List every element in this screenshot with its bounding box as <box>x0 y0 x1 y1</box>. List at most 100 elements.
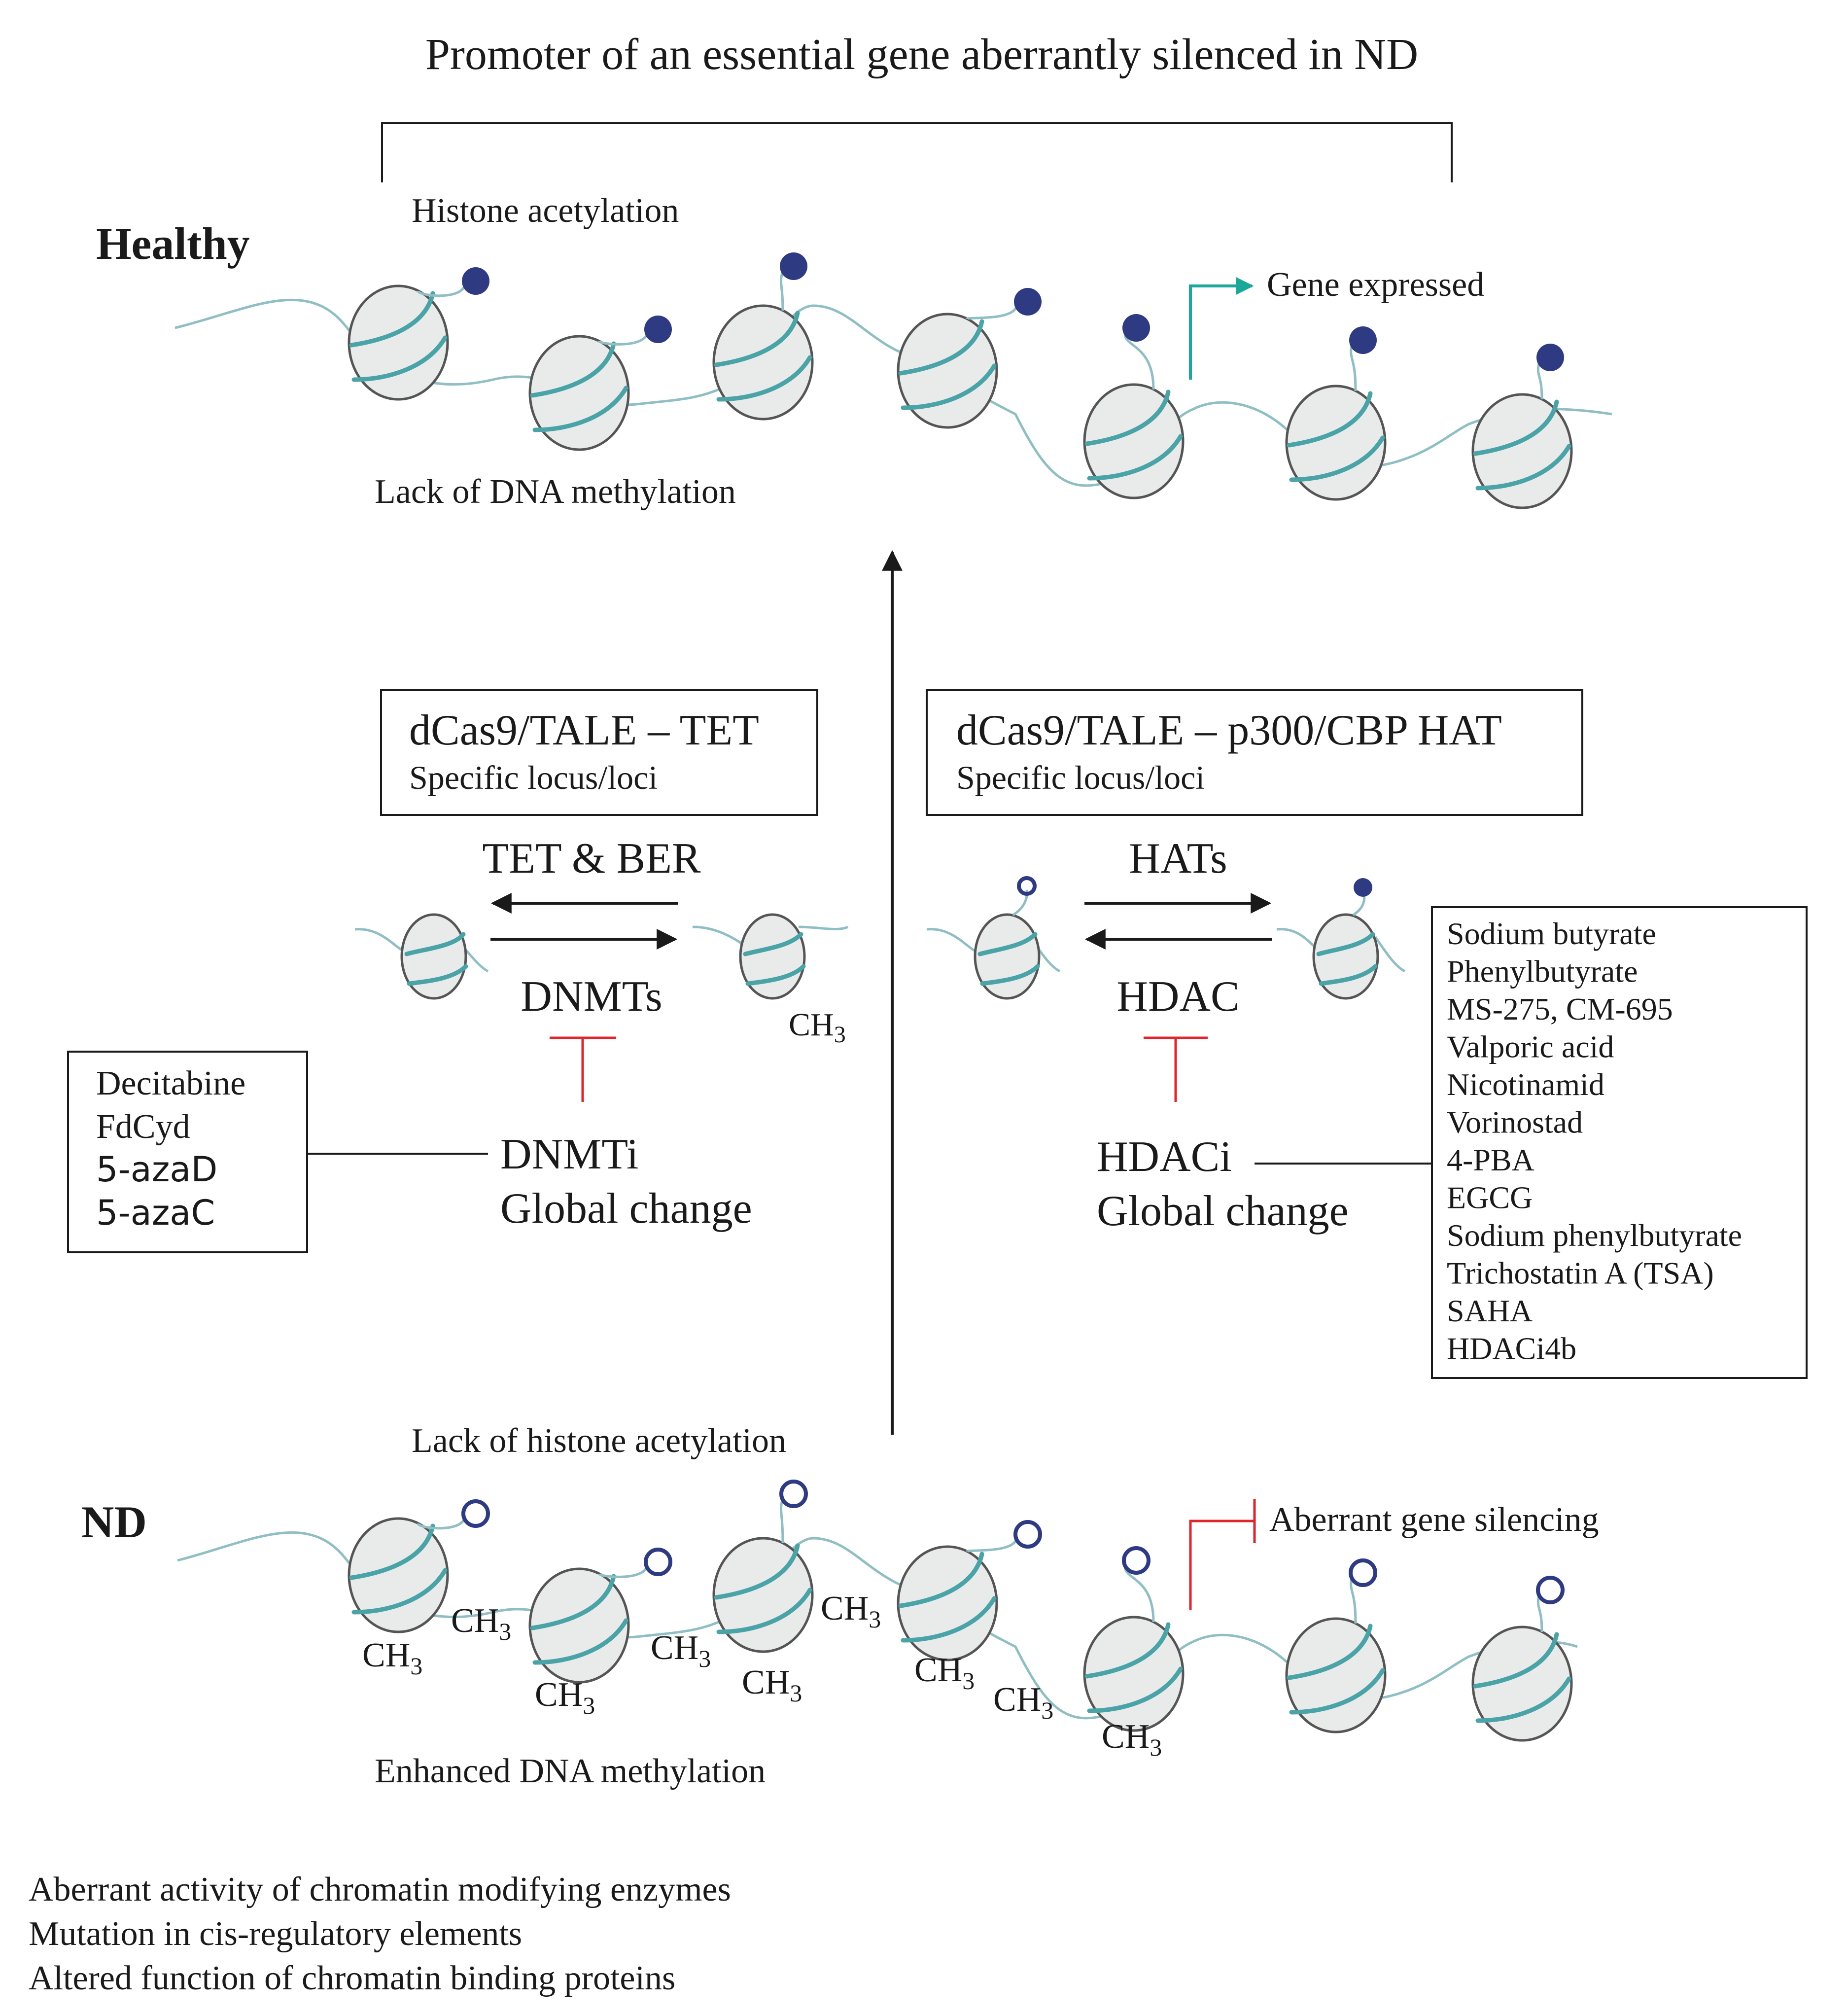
healthy-nucleosome <box>528 316 672 451</box>
nd-nucleosome <box>528 1548 672 1684</box>
dnmti-drug-box <box>67 1051 308 1253</box>
acetyl-tail <box>417 284 466 297</box>
hdaci-drug-box <box>1431 906 1808 1379</box>
methyl-group-label: CH3 <box>1102 1718 1162 1761</box>
figure-title: Promoter of an essential gene aberrantly… <box>425 30 1418 79</box>
nd-nucleosomes <box>348 1480 1573 1742</box>
healthy-nucleosome <box>897 288 1042 429</box>
acetyl-tail <box>1536 1593 1543 1632</box>
healthy-nucleosome <box>1471 344 1573 509</box>
dcas9-tet-title: dCas9/TALE – TET <box>409 707 759 754</box>
hdaci-drug-item: Vorinostad <box>1447 1105 1583 1140</box>
promoter-bracket <box>381 122 1453 182</box>
acetyl-group-absent <box>1122 1546 1151 1575</box>
healthy-nucleosomes <box>348 252 1573 509</box>
acetyl-group <box>1536 344 1564 371</box>
acetylated-nucleosome <box>1276 878 1406 1000</box>
acetyl-group <box>644 316 672 343</box>
acetyl-tail <box>779 1497 784 1544</box>
acetyl-group <box>1014 288 1042 316</box>
healthy-nucleosome <box>1285 326 1387 501</box>
hdac-inhibition-symbol <box>1144 1036 1208 1102</box>
hdaci-drug-item: Nicotinamid <box>1447 1067 1604 1102</box>
acetyl-tail <box>417 1517 466 1530</box>
methylated-nucleosome <box>692 913 849 1000</box>
hdaci-label: HDACi <box>1097 1133 1232 1181</box>
dnmti-drug-item: Decitabine <box>96 1064 245 1102</box>
hdaci-drug-item: HDACi4b <box>1447 1331 1576 1366</box>
acetyl-group <box>462 267 489 295</box>
hdaci-drug-item: Sodium butyrate <box>1447 916 1656 951</box>
acetyl-tail <box>1536 361 1543 400</box>
dnmti-drug-item: 5-azaD <box>96 1149 217 1190</box>
acetyl-group-absent <box>461 1499 490 1528</box>
acetyl-tail <box>1123 331 1155 390</box>
healthy-nucleosome <box>712 252 814 421</box>
histone-acetylation-label: Histone acetylation <box>412 192 679 230</box>
healthy-label: Healthy <box>96 218 250 269</box>
acetyl-tail <box>966 1537 1018 1553</box>
dnmti-drug-item: 5-azaC <box>96 1193 215 1233</box>
healthy-nucleosome <box>1083 314 1185 499</box>
acetyl-group <box>1349 326 1377 354</box>
acetyl-tail <box>1350 344 1357 391</box>
dcas9-hat-title: dCas9/TALE – p300/CBP HAT <box>956 707 1502 754</box>
nd-nucleosome <box>1285 1558 1387 1733</box>
hats-label: HATs <box>1129 835 1227 883</box>
acetyl-tail <box>1350 1576 1357 1624</box>
dnmti-scope-label: Global change <box>500 1185 752 1233</box>
nd-nucleosome <box>348 1499 490 1633</box>
nd-nucleosome <box>712 1480 814 1653</box>
methyl-group-label: CH3 <box>914 1651 975 1695</box>
nd-nucleosome <box>1083 1546 1185 1732</box>
hdaci-drug-item: Phenylbutyrate <box>1447 954 1638 989</box>
hdaci-drug-item: Trichostatin A (TSA) <box>1447 1256 1714 1291</box>
aberrant-silencing-symbol <box>1189 1499 1256 1610</box>
hdac-label: HDAC <box>1116 973 1239 1021</box>
healthy-nucleosome <box>348 267 489 401</box>
acetyl-group <box>780 252 807 280</box>
unmethylated-nucleosome <box>354 913 489 1000</box>
deacetylated-nucleosome <box>926 876 1061 1000</box>
cause-item: Mutation in cis-regulatory elements <box>29 1915 522 1953</box>
lack-histone-acetylation-label: Lack of histone acetylation <box>412 1422 786 1460</box>
acetyl-group-absent <box>644 1548 672 1576</box>
dnmt-inhibition-symbol <box>550 1036 616 1102</box>
acetyl-tail <box>597 1565 649 1578</box>
hdaci-drug-item: EGCG <box>1447 1180 1533 1215</box>
nd-label: ND <box>81 1497 147 1547</box>
gene-expressed-label: Gene expressed <box>1267 266 1484 304</box>
dcas9-hat-box <box>926 689 1583 816</box>
cause-item: Altered function of chromatin binding pr… <box>29 1959 675 1997</box>
dnmti-drug-item: FdCyd <box>96 1108 190 1146</box>
acetyl-group-absent <box>779 1480 808 1508</box>
hdaci-drug-item: SAHA <box>1447 1293 1533 1328</box>
dnmts-label: DNMTs <box>521 973 662 1021</box>
causes-list: Aberrant activity of chromatin modifying… <box>29 1871 731 1997</box>
methyl-group-label: CH3 <box>535 1676 595 1719</box>
acetyl-tail <box>597 332 649 346</box>
hdaci-drug-item: Sodium phenylbutyrate <box>1447 1218 1742 1253</box>
dna-methylation-lack-label: Lack of DNA methylation <box>375 473 736 511</box>
acetyl-group-absent <box>1013 1520 1042 1549</box>
acetyl-group-absent <box>1536 1576 1565 1604</box>
acetyl-group-absent <box>1349 1558 1377 1587</box>
acetyl-tail <box>966 305 1018 320</box>
acetyl-group <box>1122 314 1150 342</box>
methyl-group-label: CH3 <box>742 1663 802 1707</box>
dcas9-hat-subtitle: Specific locus/loci <box>956 759 1205 796</box>
methyl-group-label: CH3 <box>651 1629 711 1672</box>
hdaci-drug-item: 4-PBA <box>1447 1142 1534 1177</box>
methyl-label: CH3 <box>789 1007 846 1048</box>
hdaci-scope-label: Global change <box>1097 1187 1349 1235</box>
dnmti-label: DNMTi <box>500 1131 638 1178</box>
acetyl-tail <box>779 270 784 311</box>
aberrant-silencing-label: Aberrant gene silencing <box>1269 1501 1599 1539</box>
tet-ber-label: TET & BER <box>482 835 701 883</box>
hdaci-drug-item: Valporic acid <box>1447 1029 1614 1064</box>
methyl-group-label: CH3 <box>993 1681 1053 1724</box>
cause-item: Aberrant activity of chromatin modifying… <box>29 1871 731 1909</box>
